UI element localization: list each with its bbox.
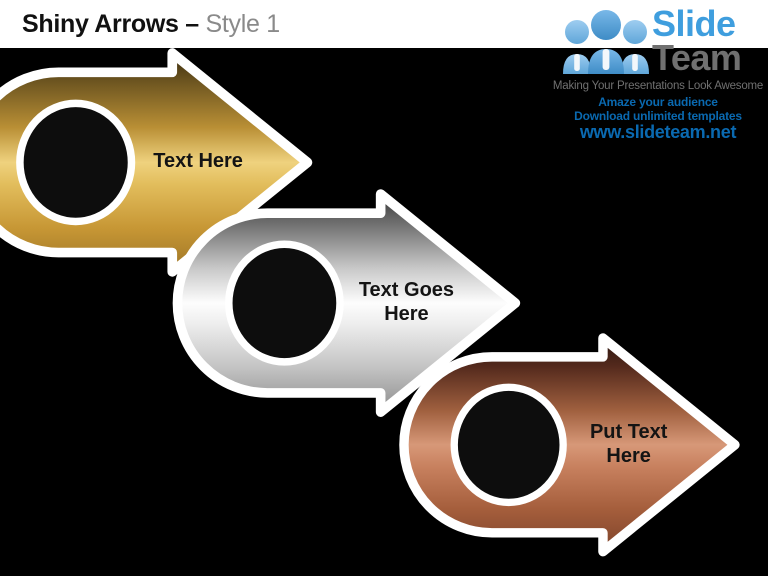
arrow-silver-shape[interactable]: [172, 189, 522, 429]
three-people-icon: [563, 10, 649, 74]
logo-url[interactable]: www.slideteam.net: [579, 122, 737, 142]
logo-wordmark-row: Slide Team: [552, 2, 764, 78]
logo-text-slide: Slide: [652, 3, 736, 44]
logo-promo-line-1: Amaze your audience: [598, 95, 718, 109]
page-title-main: Shiny Arrows –: [22, 10, 206, 38]
logo-tagline: Making Your Presentations Look Awesome: [552, 80, 764, 92]
logo-text-team: Team: [652, 37, 742, 78]
slideteam-logo[interactable]: Slide Team Making Your Presentations Loo…: [552, 2, 764, 143]
page-title-subtitle: Style 1: [205, 10, 281, 38]
page-title: Shiny Arrows – Style 1: [22, 10, 280, 39]
logo-promo-line-2: Download unlimited templates: [574, 109, 742, 123]
arrow-bronze-shape[interactable]: [399, 333, 741, 568]
arrow-bronze[interactable]: Put Text Here: [399, 333, 741, 568]
